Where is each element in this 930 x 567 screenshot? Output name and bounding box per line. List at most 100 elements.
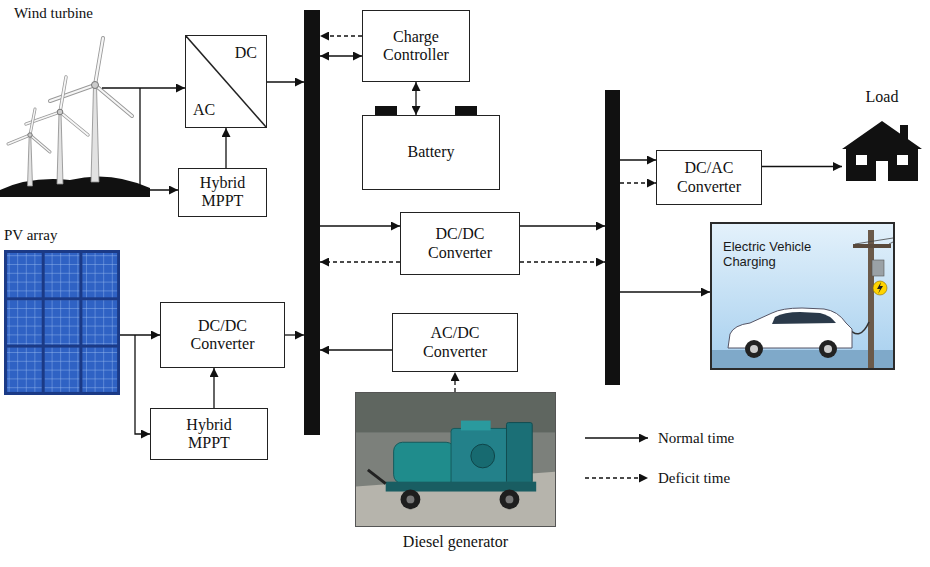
ev-charging-picture — [819, 340, 837, 358]
wind-turbine-illustration — [50, 85, 95, 101]
generator-photo — [356, 393, 555, 526]
power-wires — [320, 261, 400, 262]
ev-charging-picture — [872, 260, 884, 276]
power-wires — [320, 349, 392, 350]
legend-label: Deficit time — [658, 469, 730, 487]
wind-turbine-illustration — [57, 113, 63, 184]
house-icon — [842, 121, 922, 181]
ev-charging-picture — [745, 340, 763, 358]
house-icon: Load — [842, 88, 922, 183]
ev-charging-picture — [855, 238, 893, 244]
power-wires — [140, 88, 178, 190]
dc-bus-bar — [304, 10, 320, 435]
power-wires — [520, 225, 605, 226]
wind-turbine-illustration — [92, 82, 99, 89]
wind-turbine-illustration — [95, 85, 132, 116]
converter-box: AC/DC Converter — [392, 313, 518, 372]
power-connector — [225, 128, 226, 168]
ev-charging-picture — [877, 282, 883, 294]
power-wires — [267, 81, 304, 82]
power-wires — [320, 55, 362, 56]
ev-charging-picture — [772, 312, 836, 324]
box-label: Diesel generator — [356, 533, 555, 551]
power-wires — [102, 87, 185, 88]
power-connector — [454, 372, 455, 392]
wind-turbine-illustration — [28, 136, 33, 186]
generator-photo — [394, 442, 455, 483]
box-label: AC — [193, 101, 215, 119]
house-icon — [842, 119, 922, 181]
controller-box: Charge Controller — [362, 10, 470, 82]
box-label: Charge Controller — [370, 28, 462, 65]
pv-array-illustration — [82, 348, 117, 392]
converter-box: DC/AC Converter — [656, 150, 762, 205]
pv-array-illustration — [7, 300, 42, 344]
wind-turbine-illustration — [0, 176, 150, 197]
load-bus-bar — [605, 90, 620, 385]
generator-photo — [506, 423, 532, 484]
box-label: Load — [842, 88, 922, 106]
power-wires — [320, 225, 400, 226]
wind-turbine-illustration — [8, 135, 30, 144]
box-label: AC/DC Converter — [413, 324, 497, 361]
wind-turbine-illustration — [30, 135, 50, 152]
generator-photo — [356, 393, 555, 526]
generator-photo — [505, 495, 513, 503]
wind-turbine-illustration — [95, 38, 103, 85]
wind-turbine-illustration — [50, 85, 95, 101]
wind-turbine-illustration — [0, 38, 150, 197]
pv-array-illustration — [82, 300, 117, 344]
generator-photo — [500, 490, 520, 510]
pv-array-illustration — [45, 253, 80, 297]
pv-array-illustration — [4, 250, 120, 395]
box-label: DC/AC Converter — [667, 159, 751, 196]
pv-array-illustration — [7, 253, 42, 297]
generator-photo: Diesel generator — [355, 392, 556, 527]
wind-turbine-illustration — [30, 109, 35, 135]
pv-array-illustration — [45, 348, 80, 392]
ev-charging-picture — [873, 281, 887, 295]
ev-charging-picture: Electric Vehicle Charging — [710, 222, 895, 370]
mppt-box: Hybrid MPPT — [150, 408, 268, 460]
legend-label: Normal time — [658, 429, 734, 447]
box-label: Hybrid MPPT — [192, 174, 254, 211]
wind-turbine-illustration — [91, 86, 99, 182]
wind-turbine-illustration — [60, 77, 66, 112]
house-icon — [856, 155, 867, 165]
power-wires — [135, 335, 150, 434]
pv-array-illustration — [82, 253, 117, 297]
dc-bus-bar — [304, 10, 320, 435]
ev-charging-picture — [712, 350, 893, 368]
diagonal-divider — [186, 36, 266, 127]
converter-box: DCAC — [185, 35, 267, 128]
converter-box: DC/DC Converter — [400, 212, 520, 275]
generator-photo — [406, 495, 414, 503]
generator-photo — [451, 428, 512, 485]
wind-turbine-illustration — [57, 109, 63, 115]
generator-photo — [461, 421, 491, 431]
wind-turbine-illustration — [8, 135, 30, 144]
wind-turbine-illustration — [95, 38, 103, 85]
wind-turbine-illustration — [60, 77, 66, 112]
power-wires — [520, 261, 605, 262]
ev-charging-picture — [868, 230, 874, 368]
pv-array-illustration — [4, 250, 120, 395]
wind-turbine-illustration — [28, 133, 32, 137]
box-label: Electric Vehicle Charging — [723, 240, 835, 270]
house-icon — [876, 161, 888, 181]
ev-charging-picture — [712, 224, 893, 368]
box-label: Hybrid MPPT — [178, 416, 240, 453]
ev-charging-picture — [750, 345, 758, 353]
legend-line-samples — [585, 477, 648, 478]
box-label: Battery — [407, 143, 454, 161]
power-wires — [620, 182, 656, 183]
generator-photo — [401, 490, 421, 510]
converter-box: DC/DC Converter — [160, 302, 285, 368]
power-wires — [320, 35, 362, 36]
box-label: DC/DC Converter — [418, 225, 502, 262]
generator-photo — [368, 470, 386, 484]
wind-turbine-illustration — [30, 109, 35, 135]
ev-charging-picture — [824, 345, 832, 353]
wind-turbine-illustration — [95, 85, 132, 116]
